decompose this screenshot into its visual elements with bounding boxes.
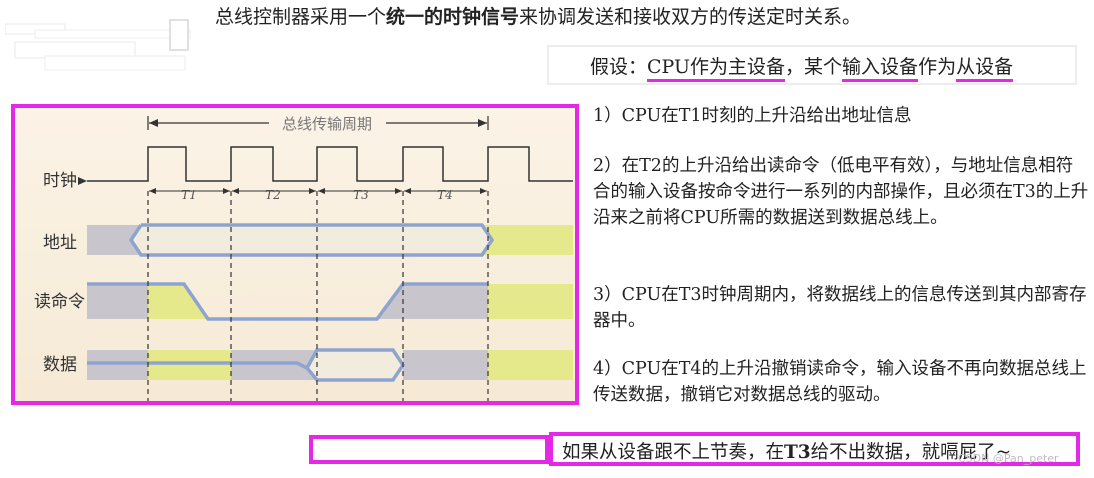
decorative-blob	[5, 19, 191, 71]
read-command-signal	[87, 282, 573, 321]
footer-highlight-box	[549, 432, 1080, 466]
step-1-text: 1）CPU在T1时刻的上升沿给出地址信息	[593, 106, 912, 126]
t1-label: T1	[181, 188, 197, 202]
footer-text: 如果从设备跟不上节奏，在T3给不出数据，就嗝屁了~	[562, 442, 1012, 463]
watermark: CSDN @Pan_peter	[958, 452, 1059, 465]
period-label: 总线传输周期	[282, 115, 372, 133]
header-text: 总线控制器采用一个统一的时钟信号来协调发送和接收双方的传送定时关系。	[215, 6, 862, 28]
step-3-text: 3）CPU在T3时钟周期内，将数据线上的信息传送到其内部寄存器中。	[593, 285, 1087, 331]
step-2-text: 2）在T2的上升沿给出读命令（低电平有效），与地址信息相符合的输入设备按命令进行…	[593, 156, 1089, 228]
master-device-highlight: CPU作为主设备	[647, 56, 786, 82]
step-4-text: 4）CPU在T4的上升沿撤销读命令，输入设备不再向数据总线上传送数据，撤销它对数…	[593, 359, 1087, 405]
timing-guides	[147, 191, 489, 401]
bus-period-arrow	[147, 116, 489, 130]
t3-label: T3	[353, 188, 369, 202]
address-label: 地址	[43, 233, 77, 253]
t4-label: T4	[437, 188, 453, 202]
timing-diagram: 总线传输周期 时钟 地址 读命令 数据 T1 T2 T3 T4	[34, 115, 573, 401]
read-cmd-label: 读命令	[34, 292, 85, 312]
slave-device-highlight: 从设备	[956, 56, 1014, 82]
clock-label: 时钟	[43, 171, 77, 191]
empty-highlight-box	[309, 435, 549, 464]
assumption-text: 假设：CPU作为主设备，某个输入设备作为从设备	[590, 52, 1014, 82]
data-label: 数据	[43, 355, 77, 375]
address-signal	[87, 223, 573, 257]
input-device-highlight: 输入设备	[842, 56, 919, 82]
t2-label: T2	[265, 188, 281, 202]
data-signal	[87, 348, 573, 382]
clock-waveform	[87, 146, 573, 182]
assumption-box	[547, 45, 1077, 85]
